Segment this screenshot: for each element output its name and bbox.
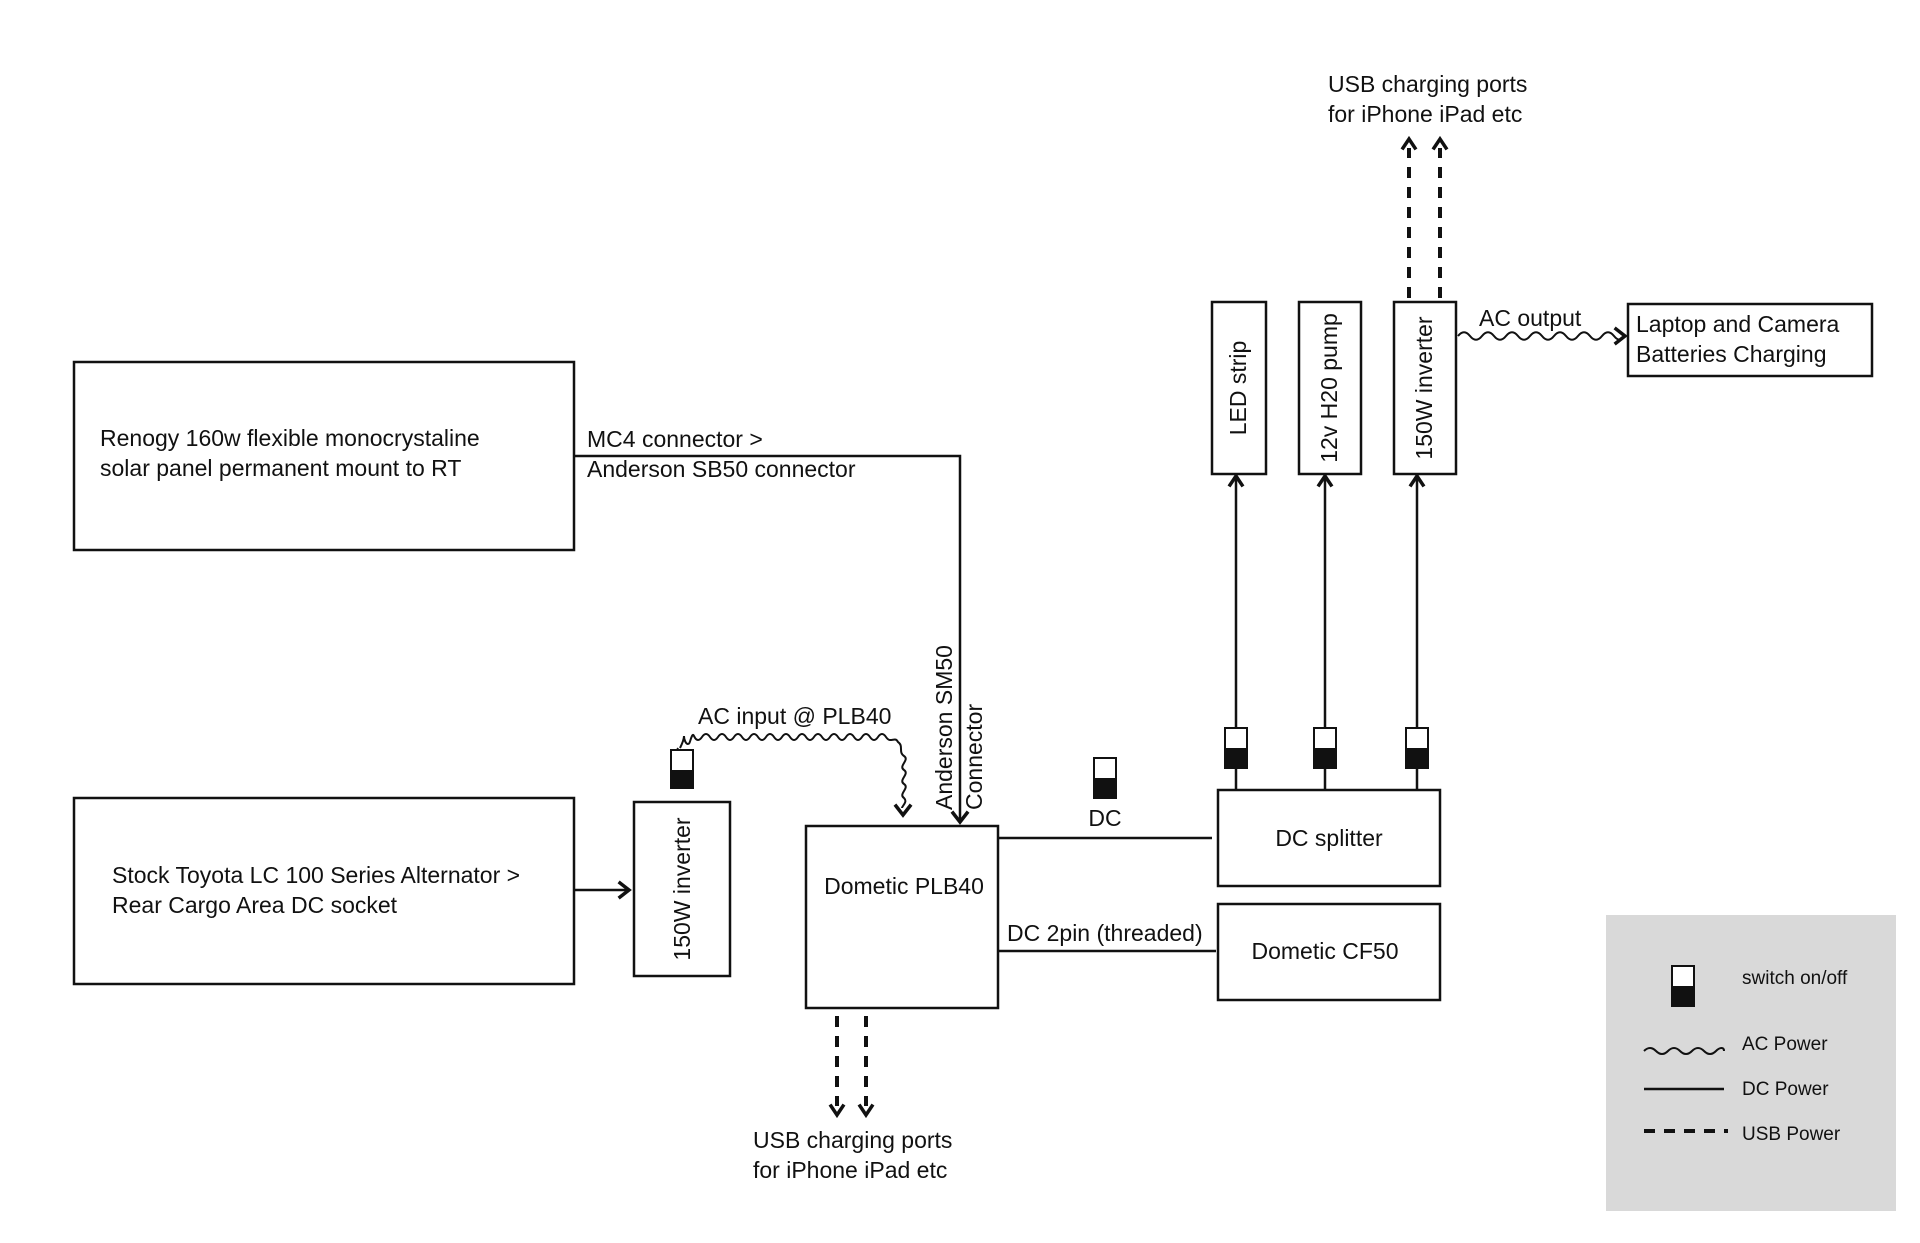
legend-switch-label: switch on/off	[1742, 968, 1848, 989]
solar-panel-label-line2: solar panel permanent mount to RT	[100, 455, 461, 481]
dc-splitter-label: DC splitter	[1275, 825, 1383, 851]
cf50-box: Dometic CF50	[1216, 902, 1442, 1002]
wavy-line-icon	[1643, 1047, 1725, 1055]
legend-ac-label: AC Power	[1742, 1034, 1828, 1055]
arrowhead-plb40	[950, 810, 970, 825]
alternator-label-line1: Stock Toyota LC 100 Series Alternator >	[112, 862, 520, 888]
arrowhead-pump	[1316, 472, 1334, 488]
usb-bottom-label-line1: USB charging ports	[753, 1127, 952, 1153]
arrowhead-usb-top-right	[1431, 135, 1449, 151]
pump-box: 12v H20 pump	[1297, 300, 1363, 476]
ac-output-label: AC output	[1479, 305, 1582, 331]
dc-arrowheads	[617, 472, 1426, 900]
usb-top-label-line1: USB charging ports	[1328, 71, 1527, 97]
laptop-label-line2: Batteries Charging	[1636, 341, 1827, 367]
arrowhead-ac-output	[1613, 326, 1628, 346]
cf50-label: Dometic CF50	[1252, 938, 1399, 964]
arrowhead-usb-bottom-left	[828, 1103, 846, 1119]
switch-icon	[1671, 965, 1695, 1007]
arrowhead-usb-top-left	[1400, 135, 1418, 151]
plb40-label: Dometic PLB40	[824, 873, 984, 899]
dc-label: DC	[1088, 805, 1121, 831]
arrowhead-usb-bottom-right	[857, 1103, 875, 1119]
mc4-label-line2: Anderson SB50 connector	[587, 456, 856, 482]
alternator-label-line2: Rear Cargo Area DC socket	[112, 892, 398, 918]
switch-icon	[1313, 727, 1337, 769]
pump-label: 12v H20 pump	[1316, 313, 1342, 463]
led-strip-label: LED strip	[1225, 341, 1251, 436]
switch-icon	[1405, 727, 1429, 769]
alternator-box: Stock Toyota LC 100 Series Alternator > …	[72, 796, 576, 986]
switch-icons	[670, 727, 1429, 799]
arrowhead-inverter-right	[1408, 472, 1426, 488]
solar-panel-box: Renogy 160w flexible monocrystaline sola…	[72, 360, 576, 552]
inverter-left-label: 150W inverter	[669, 817, 695, 961]
arrowhead-ac-input	[893, 803, 913, 818]
inverter-left-box: 150W inverter	[632, 800, 732, 978]
laptop-box: Laptop and Camera Batteries Charging	[1626, 302, 1874, 378]
ac-output-wire	[1457, 331, 1625, 341]
ac-input-label: AC input @ PLB40	[698, 703, 891, 729]
laptop-label-line1: Laptop and Camera	[1636, 311, 1840, 337]
solar-to-plb40-wire	[574, 454, 962, 820]
connection-labels: MC4 connector > Anderson SB50 connector …	[587, 71, 1582, 1183]
arrowhead-led	[1227, 472, 1245, 488]
switch-icon	[670, 749, 694, 789]
legend-background	[1606, 915, 1896, 1211]
ac-input-wire	[679, 732, 907, 809]
arrowhead-inverter-left	[617, 880, 632, 900]
legend: switch on/off AC Power DC Power USB Powe…	[1606, 915, 1896, 1211]
led-strip-box: LED strip	[1210, 300, 1268, 476]
inverter-right-box: 150W inverter	[1392, 300, 1458, 476]
ac-wires	[675, 326, 1628, 818]
mc4-label-line1: MC4 connector >	[587, 426, 763, 452]
inverter-right-label: 150W inverter	[1411, 316, 1437, 460]
dc-2pin-label: DC 2pin (threaded)	[1007, 920, 1203, 946]
solar-panel-label-line1: Renogy 160w flexible monocrystaline	[100, 425, 480, 451]
usb-top-label-line2: for iPhone iPad etc	[1328, 101, 1522, 127]
anderson-sm50-label-line2: Connector	[961, 704, 987, 810]
legend-usb-label: USB Power	[1742, 1124, 1841, 1145]
dc-splitter-box: DC splitter	[1216, 788, 1442, 888]
anderson-sm50-label-line1: Anderson SM50	[931, 645, 957, 810]
usb-bottom-label-line2: for iPhone iPad etc	[753, 1157, 947, 1183]
plb40-box: Dometic PLB40	[804, 824, 1000, 1010]
legend-dc-label: DC Power	[1742, 1079, 1829, 1100]
switch-icon	[1093, 757, 1117, 799]
switch-icon	[1224, 727, 1248, 769]
